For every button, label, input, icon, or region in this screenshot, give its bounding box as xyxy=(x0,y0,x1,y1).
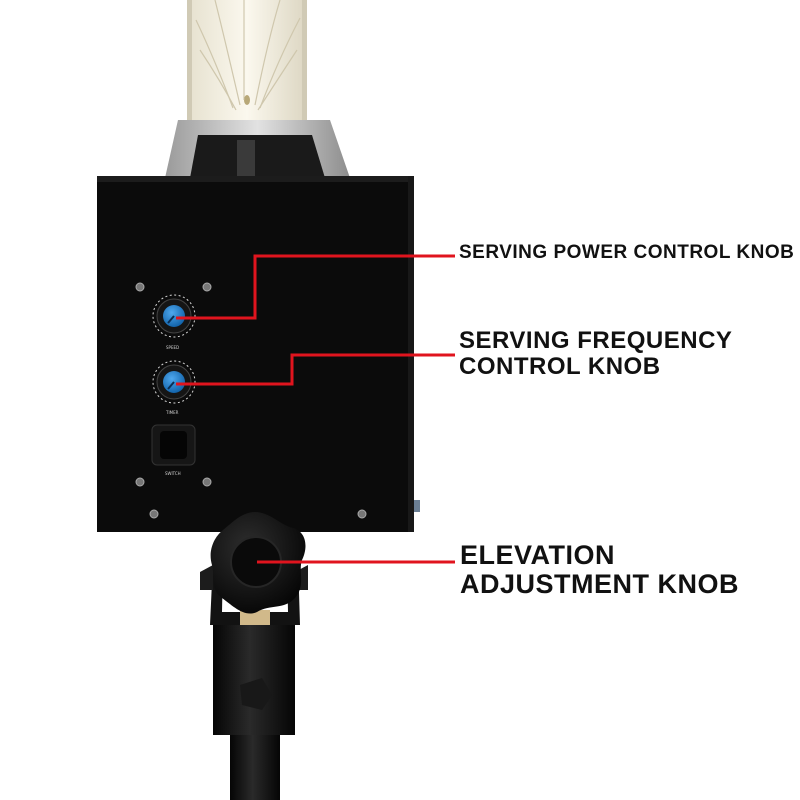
serving-power-label-text: SERVING POWER CONTROL KNOB xyxy=(459,242,795,263)
serving-power-label: SERVING POWER CONTROL KNOB xyxy=(459,242,795,264)
power-switch: SWITCH xyxy=(151,424,196,476)
leader-line-frequency xyxy=(176,353,455,386)
metal-bracket xyxy=(165,120,350,178)
svg-text:TIMER: TIMER xyxy=(165,410,179,415)
serving-frequency-label-line1: SERVING FREQUENCY xyxy=(459,327,733,354)
svg-text:SWITCH: SWITCH xyxy=(165,471,181,476)
serving-frequency-knob: TIMER xyxy=(152,360,196,415)
elevation-label-line1: ELEVATION xyxy=(460,540,616,570)
serving-frequency-label-line2: CONTROL KNOB xyxy=(459,352,661,380)
elevation-label-line2: ADJUSTMENT KNOB xyxy=(460,569,740,600)
svg-text:SPEED: SPEED xyxy=(166,345,179,350)
serving-frequency-label: SERVING FREQUENCY CONTROL KNOB xyxy=(459,328,732,380)
serving-power-knob: SPEED xyxy=(152,294,196,350)
elevation-label: ELEVATION ADJUSTMENT KNOB xyxy=(460,540,740,600)
stand-pole xyxy=(213,625,295,800)
leader-lines xyxy=(176,254,455,564)
leader-line-power xyxy=(176,254,455,320)
shuttlecock-tube xyxy=(187,0,307,130)
